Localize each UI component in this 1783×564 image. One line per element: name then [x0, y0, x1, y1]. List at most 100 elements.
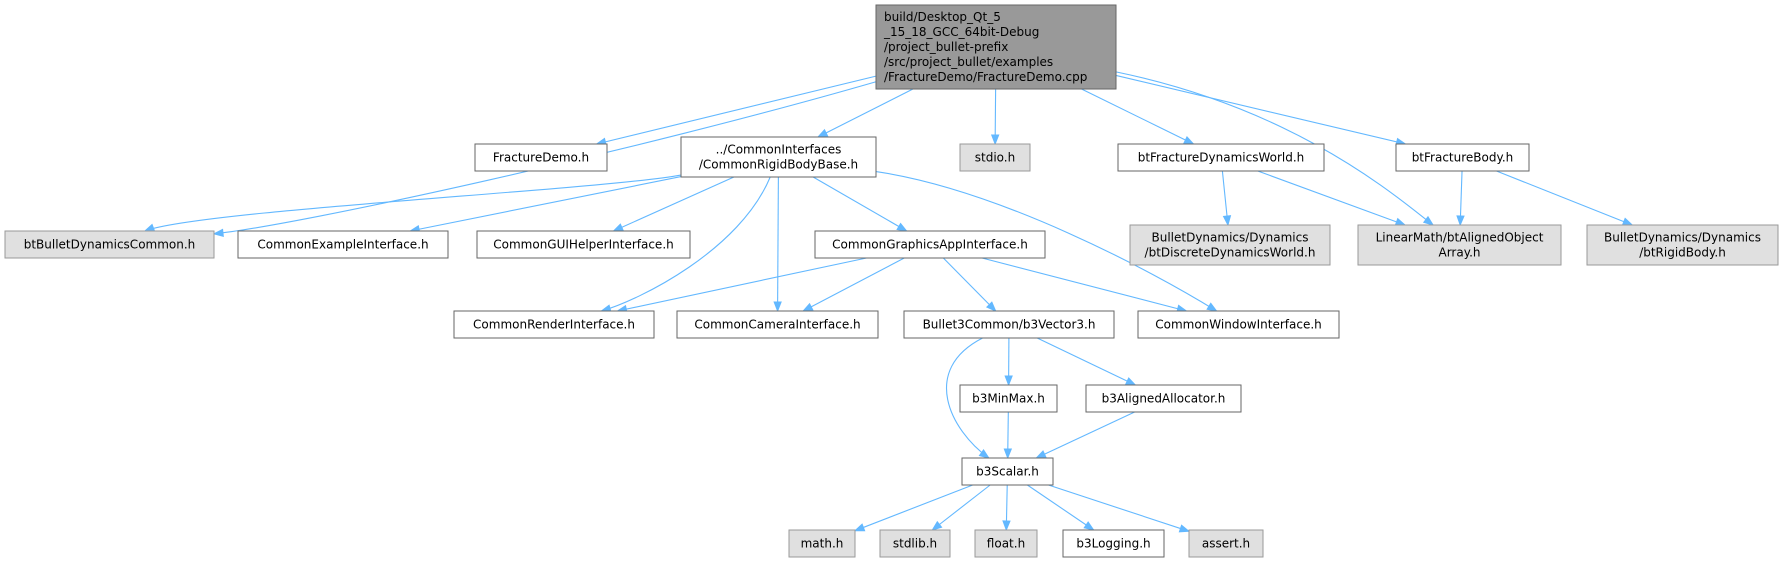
edge-line [1081, 88, 1194, 145]
node-label: CommonRenderInterface.h [473, 318, 635, 332]
arrowhead [1422, 215, 1435, 226]
arrowhead [1183, 136, 1195, 145]
arrowhead [1394, 217, 1407, 226]
node-btrigidbody-h: BulletDynamics/Dynamics/btRigidBody.h [1586, 224, 1779, 266]
node-box [1395, 143, 1530, 172]
edge-line [942, 257, 997, 312]
edge-line [1115, 71, 1434, 226]
node-label: build/Desktop_Qt_5 [884, 10, 1001, 24]
arrowhead [612, 223, 624, 232]
node-stdlib-h: stdlib.h [879, 529, 951, 558]
node-commoncamerainterface-h[interactable]: CommonCameraInterface.h [676, 310, 879, 339]
arrowhead [1003, 448, 1013, 460]
edge-root-to-fracturedemo_h [595, 75, 877, 146]
edge-line [812, 176, 907, 232]
node-box [875, 4, 1117, 90]
node-b3logging-h[interactable]: b3Logging.h [1062, 529, 1165, 558]
node-fracturedemo-h[interactable]: FractureDemo.h [474, 143, 608, 172]
node-btdiscretedynamicsworld-h: BulletDynamics/Dynamics/btDiscreteDynami… [1129, 224, 1331, 266]
node-label: /btRigidBody.h [1639, 246, 1726, 260]
edge-root-to-btbulletdynamicscommon_h [212, 81, 877, 238]
node-b3scalar-h[interactable]: b3Scalar.h [961, 457, 1054, 486]
node-label: CommonExampleInterface.h [257, 238, 428, 252]
node-b3vector3-h[interactable]: Bullet3Common/b3Vector3.h [903, 310, 1115, 339]
node-btfracturebody-h[interactable]: btFractureBody.h [1395, 143, 1530, 172]
node-label: b3Logging.h [1076, 537, 1150, 551]
node-label: Array.h [1438, 246, 1480, 260]
edge-line [1036, 411, 1135, 459]
node-root[interactable]: build/Desktop_Qt_5_15_18_GCC_64bit-Debug… [875, 4, 1117, 90]
node-commonrenderinterface-h[interactable]: CommonRenderInterface.h [453, 310, 655, 339]
node-box [879, 529, 951, 558]
edge-line [1496, 170, 1633, 226]
node-label: /CommonRigidBodyBase.h [699, 158, 858, 172]
edge-commongraphicsappinterface_h-to-commonwindowinterface_h [981, 257, 1188, 313]
arrowhead [802, 302, 814, 312]
edge-line [1027, 484, 1094, 531]
arrowhead [985, 301, 997, 312]
node-btfracturedynamicsworld-h[interactable]: btFractureDynamicsWorld.h [1117, 143, 1325, 172]
edge-commongraphicsappinterface_h-to-commoncamerainterface_h [802, 257, 905, 312]
edge-btfracturebody_h-to-btrigidbody_h [1496, 170, 1634, 226]
node-box [903, 310, 1115, 339]
node-label: math.h [801, 537, 844, 551]
node-commonexampleinterface-h[interactable]: CommonExampleInterface.h [237, 230, 449, 259]
node-commongraphicsappinterface-h[interactable]: CommonGraphicsAppInterface.h [814, 230, 1046, 259]
node-box [1062, 529, 1165, 558]
node-box [959, 143, 1031, 172]
node-box [474, 143, 608, 172]
edge-b3vector3_h-to-b3alignedallocator_h [1036, 337, 1137, 386]
node-label: Bullet3Common/b3Vector3.h [923, 318, 1096, 332]
edge-b3scalar_h-to-b3logging_h [1027, 484, 1095, 531]
edge-line [213, 81, 877, 235]
node-stdio-h: stdio.h [959, 143, 1031, 172]
edge-root-to-stdio_h [990, 88, 1000, 146]
arrowhead [1002, 520, 1011, 532]
node-label: btFractureDynamicsWorld.h [1138, 151, 1305, 165]
edge-btfracturedynamicsworld_h-to-btalignedobjectarray_h [1257, 170, 1407, 226]
edge-b3scalar_h-to-stdlib_h [931, 484, 991, 531]
arrowhead [816, 128, 829, 138]
edge-commonrigidbodybase_h-to-commonguihelperinterface_h [612, 176, 735, 232]
edge-line [875, 170, 1217, 312]
edge-line [817, 88, 914, 138]
node-label: /FractureDemo/FractureDemo.cpp [884, 70, 1087, 84]
edge-commongraphicsappinterface_h-to-commonrenderinterface_h [616, 257, 867, 314]
node-b3alignedallocator-h[interactable]: b3AlignedAllocator.h [1085, 384, 1242, 413]
edge-b3vector3_h-to-b3scalar_h [945, 337, 990, 459]
node-label: CommonGraphicsAppInterface.h [832, 238, 1028, 252]
node-label: FractureDemo.h [493, 151, 589, 165]
node-label: BulletDynamics/Dynamics [1604, 231, 1761, 245]
node-commonguihelperinterface-h[interactable]: CommonGUIHelperInterface.h [476, 230, 691, 259]
arrowhead [143, 223, 156, 232]
node-float-h: float.h [974, 529, 1038, 558]
edge-line [601, 176, 771, 312]
node-label: LinearMath/btAlignedObject [1376, 231, 1544, 245]
node-box [1357, 224, 1562, 266]
edge-line [410, 176, 682, 232]
node-commonwindowinterface-h[interactable]: CommonWindowInterface.h [1137, 310, 1340, 339]
arrowhead [990, 134, 1000, 146]
edge-commonrigidbodybase_h-to-commongraphicsappinterface_h [812, 176, 908, 232]
node-label: btBulletDynamicsCommon.h [24, 238, 196, 252]
node-label: _15_18_GCC_64bit-Debug [883, 25, 1039, 39]
edge-root-to-commonrigidbodybase_h [816, 88, 914, 138]
edge-commonrigidbodybase_h-to-commonrenderinterface_h [600, 176, 771, 313]
arrowhead [1621, 217, 1634, 226]
edge-b3minmax_h-to-b3scalar_h [1003, 411, 1013, 460]
node-label: /project_bullet-prefix [884, 40, 1008, 54]
edge-line [932, 484, 991, 531]
node-box [680, 136, 877, 178]
edge-line [613, 176, 735, 232]
node-commonrigidbodybase-h[interactable]: ../CommonInterfaces/CommonRigidBodyBase.… [680, 136, 877, 178]
node-b3minmax-h[interactable]: b3MinMax.h [959, 384, 1058, 413]
edge-line [945, 337, 990, 459]
node-box [1586, 224, 1779, 266]
edge-line [596, 75, 877, 145]
node-label: b3MinMax.h [972, 392, 1045, 406]
node-box [974, 529, 1038, 558]
edge-line [1036, 337, 1136, 386]
edge-line [802, 257, 905, 312]
node-label: /btDiscreteDynamicsWorld.h [1145, 246, 1316, 260]
